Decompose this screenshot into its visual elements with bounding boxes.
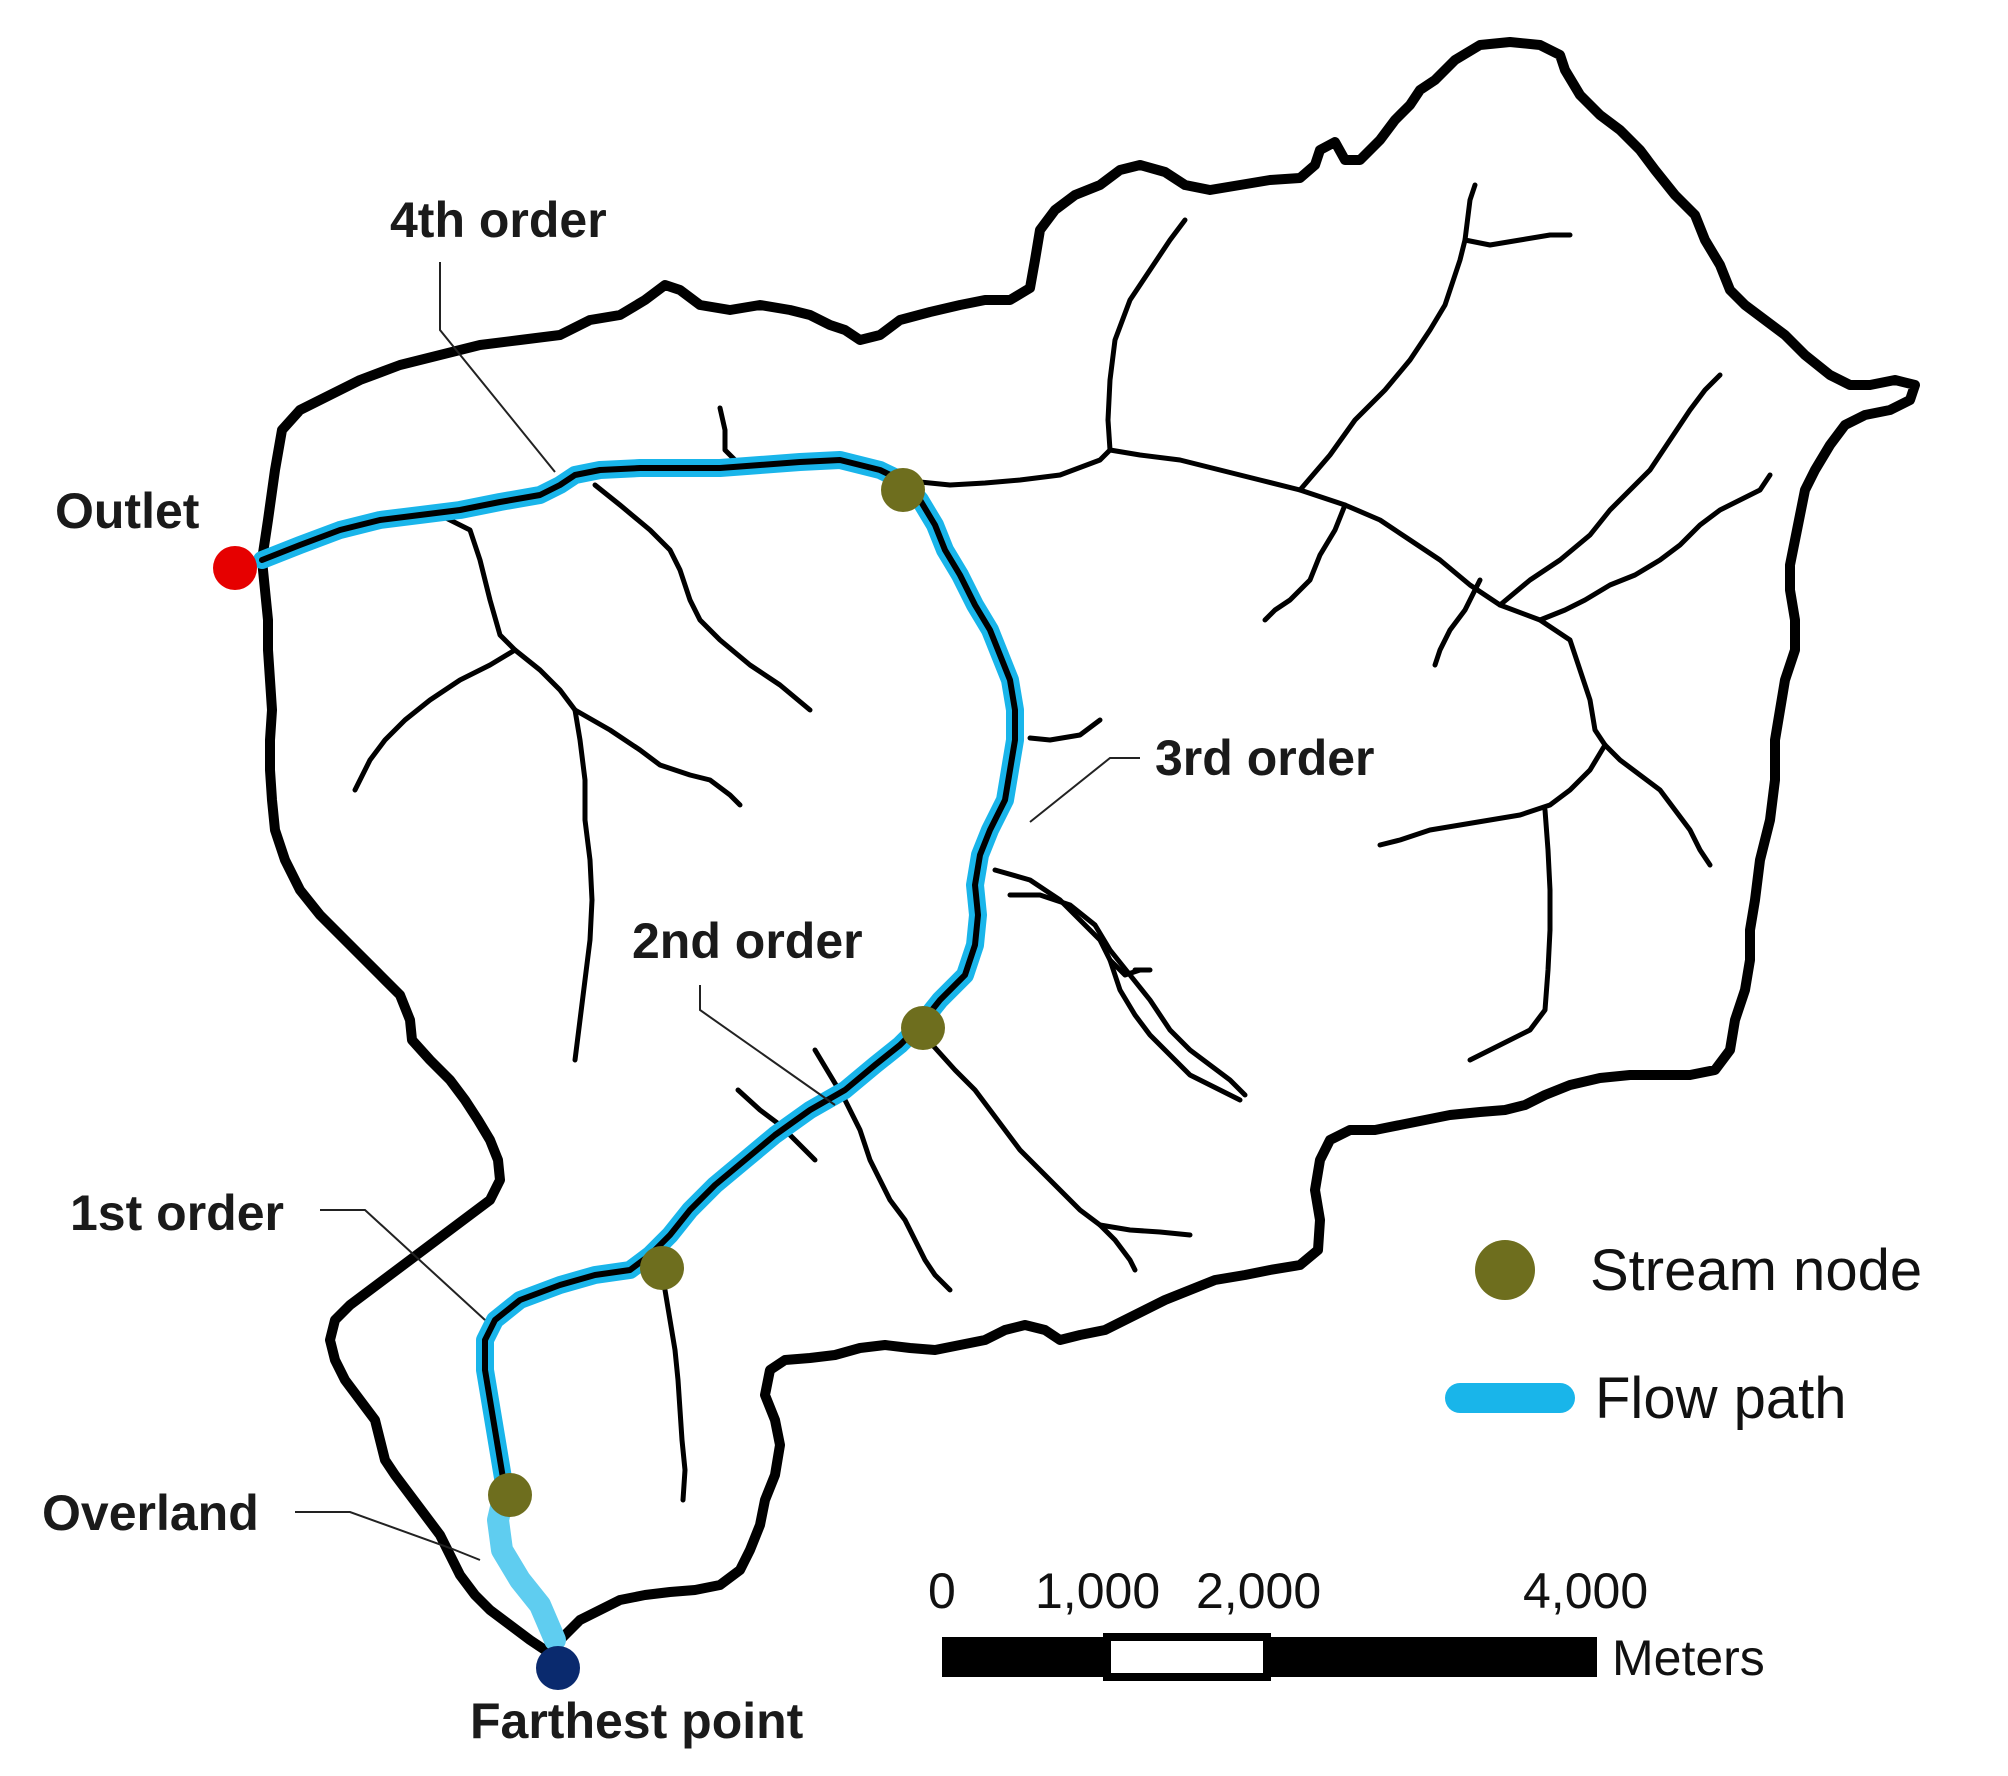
- legend-flow-path-label: Flow path: [1595, 1366, 1846, 1431]
- overland-flow-path: [487, 1479, 566, 1651]
- scale-bar-segment-black-2: [1267, 1637, 1597, 1677]
- stream-node: [488, 1473, 532, 1517]
- stream-node: [901, 1006, 945, 1050]
- scale-bar: 0 1,000 2,000 4,000 Meters: [928, 1563, 1765, 1686]
- legend-stream-node-label: Stream node: [1590, 1238, 1922, 1303]
- legend-stream-node-swatch: [1475, 1240, 1535, 1300]
- leader-lines: [295, 262, 1140, 1561]
- scale-unit: Meters: [1612, 1630, 1765, 1686]
- scale-tick-2000: 2,000: [1196, 1563, 1321, 1619]
- watershed-boundary: [257, 37, 1920, 1655]
- scale-tick-4000: 4,000: [1523, 1563, 1648, 1619]
- label-farthest-point: Farthest point: [470, 1693, 804, 1749]
- label-1st-order: 1st order: [70, 1185, 284, 1241]
- stream-node: [881, 468, 925, 512]
- scale-tick-1000: 1,000: [1035, 1563, 1160, 1619]
- scale-tick-0: 0: [928, 1563, 956, 1619]
- label-outlet: Outlet: [55, 483, 200, 539]
- stream-nodes: [488, 468, 945, 1517]
- outlet-point: [213, 546, 257, 590]
- farthest-point-marker: [536, 1646, 580, 1690]
- label-2nd-order: 2nd order: [632, 913, 863, 969]
- scale-bar-segment-white: [1103, 1633, 1271, 1681]
- legend: Stream node Flow path: [1445, 1238, 1922, 1431]
- label-overland: Overland: [42, 1485, 259, 1541]
- label-4th-order: 4th order: [390, 192, 607, 248]
- scale-bar-segment-black-1: [942, 1637, 1107, 1677]
- main-stream: [259, 457, 1018, 1493]
- label-3rd-order: 3rd order: [1155, 730, 1375, 786]
- tributary-streams: [352, 182, 1773, 1503]
- stream-node: [640, 1246, 684, 1290]
